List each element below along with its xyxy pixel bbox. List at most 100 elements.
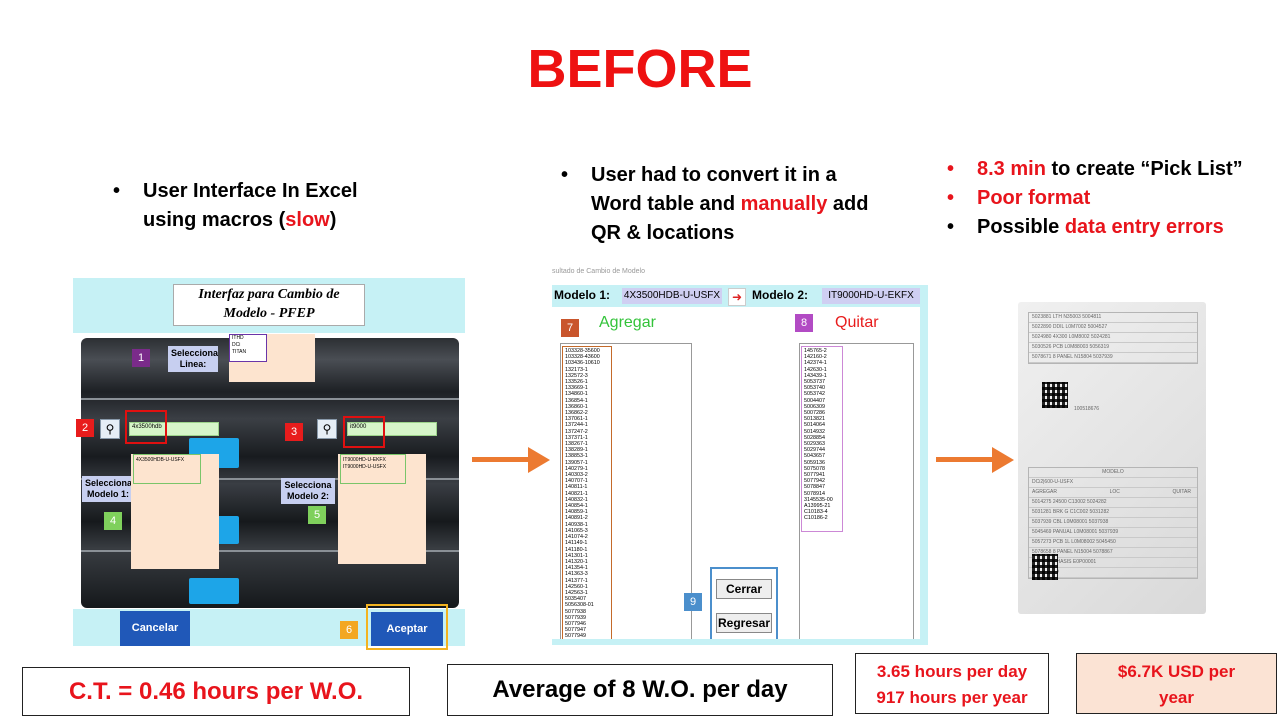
search-input-model2[interactable]: it9000 [347,422,437,436]
window-caption: sultado de Cambio de Modelo [552,268,646,275]
bullet-poor-format: • Poor format [947,184,1267,213]
step-badge-8: 8 [795,314,813,332]
quitar-label: Quitar [835,314,879,331]
agregar-label: Agregar [599,314,656,331]
step-badge-9: 9 [684,593,702,611]
linea-options[interactable]: ITHD DCi TITAN [229,334,267,362]
modelo2-option[interactable]: IT9000HD-U-USFX [343,464,387,470]
modelo2-option[interactable]: IT9000HD-U-EKFX [343,457,386,463]
paper-row: 5045469 PANUAL L0M08001 5037939 [1029,528,1197,538]
quitar-items[interactable]: 145765-2 142160-2 142374-1 142630-1 1434… [804,348,833,522]
linea-option[interactable]: ITHD [232,335,244,341]
quitar-highlight: 145765-2 142160-2 142374-1 142630-1 1434… [801,346,843,532]
bullet-text: User Interface In Excel using macros ( [143,180,358,231]
panel-title: Interfaz para Cambio de Modelo - PFEP [173,284,365,326]
paper-col: AGREGAR [1032,489,1058,495]
bullet-highlight: data entry errors [1064,216,1224,238]
modelo1-field: 4X3500HDB-U-USFX [622,288,722,304]
bullets-right: • 8.3 min to create “Pick List” • Poor f… [947,155,1267,242]
quitar-listbox[interactable]: 145765-2 142160-2 142374-1 142630-1 1434… [799,343,914,641]
bullet-highlight: Poor format [977,187,1091,209]
window-footer-band [552,639,928,645]
bullet-text: Possible [977,216,1065,238]
step-badge-6: 6 [340,621,358,639]
modelo1-option[interactable]: 4X3500HDB-U-USFX [133,454,201,484]
paper-row: 5030526 PCB L0M88003 5056319 [1029,343,1197,353]
step-badge-1: 1 [132,349,150,367]
bullet-excel-ui: • User Interface In Excel using macros (… [113,177,413,235]
linea-option[interactable]: TITAN [232,349,247,355]
bullet-dot: • [947,158,955,180]
bullet-highlight: 8.3 min [977,158,1046,180]
paper-row: 5078671 8 PANEL N15804 5037939 [1029,353,1197,363]
bullet-word-table: • User had to convert it in a Word table… [561,161,881,248]
close-button[interactable]: Cerrar [716,579,772,599]
step-badge-2: 2 [76,419,94,437]
arrow-shaft [936,457,994,462]
bullet-highlight: slow [285,209,330,231]
modelo2-options[interactable]: IT9000HD-U-EKFX IT9000HD-U-USFX [340,454,406,484]
arrow-right-icon: ➜ [728,288,746,306]
paper-row: 5014275 24500 C13002 5024282 [1029,498,1197,508]
modelo1-listbox[interactable]: 4X3500HDB-U-USFX [131,454,219,569]
accept-button[interactable]: Aceptar [371,612,443,646]
paper-row: 5031281 BRK G C1C002 5031282 [1029,508,1197,518]
paper-row: 5086214 CHASIS E0P00001 [1029,558,1197,568]
bullet-dot: • [947,216,955,238]
doc-number: 100518676 [1074,406,1100,412]
hours-per-day: 3.65 hours per day [876,662,1028,681]
linea-label: Selecciona Linea: [168,346,218,372]
bullet-dot: • [113,180,121,202]
search-icon[interactable]: ⚲ [100,419,120,439]
agregar-listbox[interactable]: 103328-35600 103328-43600 103436-10610 1… [560,343,692,641]
highlight-box [125,410,167,444]
bullet-text-end: add QR & locations [591,193,869,244]
window-edge [920,285,928,645]
cycle-time-box: C.T. = 0.46 hours per W.O. [22,667,410,716]
bullet-data-errors: • Possible data entry errors [947,213,1267,242]
agregar-items[interactable]: 103328-35600 103328-43600 103436-10610 1… [565,348,600,640]
rack-divider [81,398,459,400]
average-wo-box: Average of 8 W.O. per day [447,664,833,716]
bullet-text: User had to convert it in a Word table a… [591,164,837,215]
back-button[interactable]: Regresar [716,613,772,633]
highlight-box [343,416,385,448]
modelo2-label: Modelo 2: [752,288,808,302]
amp-display [189,578,239,604]
paper-col-headers: AGREGAR LOC QUITAR [1029,488,1197,498]
paper-row: 5057273 PCB 1L L0M08002 5045450 [1029,538,1197,548]
panel-title-line1: Interfaz para Cambio de [198,287,340,302]
search-input-model1[interactable]: 4x3500hdb [129,422,219,436]
arrow-right-icon [992,447,1014,473]
step-badge-7: 7 [561,319,579,337]
paper-row: 5023881 LTH N35003 5004811 [1029,313,1197,323]
cost-box: $6.7K USD per year [1076,653,1277,714]
step-badge-5: 5 [308,506,326,524]
hours-box: 3.65 hours per day 917 hours per year [855,653,1049,714]
paper-row: 5022890 DDIL L0M7002 5004527 [1029,323,1197,333]
rack-divider [81,550,459,552]
bullet-text-end: ) [329,209,337,231]
linea-listbox[interactable]: ITHD DCi TITAN [229,334,315,382]
bullet-dot: • [561,164,569,186]
arrow-right-icon [528,447,550,473]
modelo1-label: Modelo 1: [554,288,610,302]
bullet-highlight: manually [740,193,828,215]
paper-col: QUITAR [1172,489,1191,495]
buttons-highlight: Cerrar Regresar [710,567,778,643]
rack-divider [81,478,459,480]
linea-option[interactable]: DCi [232,342,241,348]
arrow-shaft [472,457,530,462]
paper-col: LOC [1109,489,1120,495]
modelo1-label: Selecciona Modelo 1: [82,476,134,502]
cancel-button[interactable]: Cancelar [120,611,190,646]
paper-model-value: DCi2|600-U-USFX [1029,478,1197,488]
search-icon[interactable]: ⚲ [317,419,337,439]
modelo2-field: IT9000HD-U-EKFX [822,288,920,304]
modelo2-listbox[interactable]: IT9000HD-U-EKFX IT9000HD-U-USFX [338,454,426,564]
paper-row: 5037939 CBL L0M08001 5037938 [1029,518,1197,528]
paper-table-bottom: MODELO DCi2|600-U-USFX AGREGAR LOC QUITA… [1028,467,1198,579]
bullet-text: to create “Pick List” [1045,158,1243,180]
agregar-highlight: 103328-35600 103328-43600 103436-10610 1… [562,346,612,640]
result-window-panel: sultado de Cambio de Modelo Modelo 1: 4X… [552,267,928,645]
